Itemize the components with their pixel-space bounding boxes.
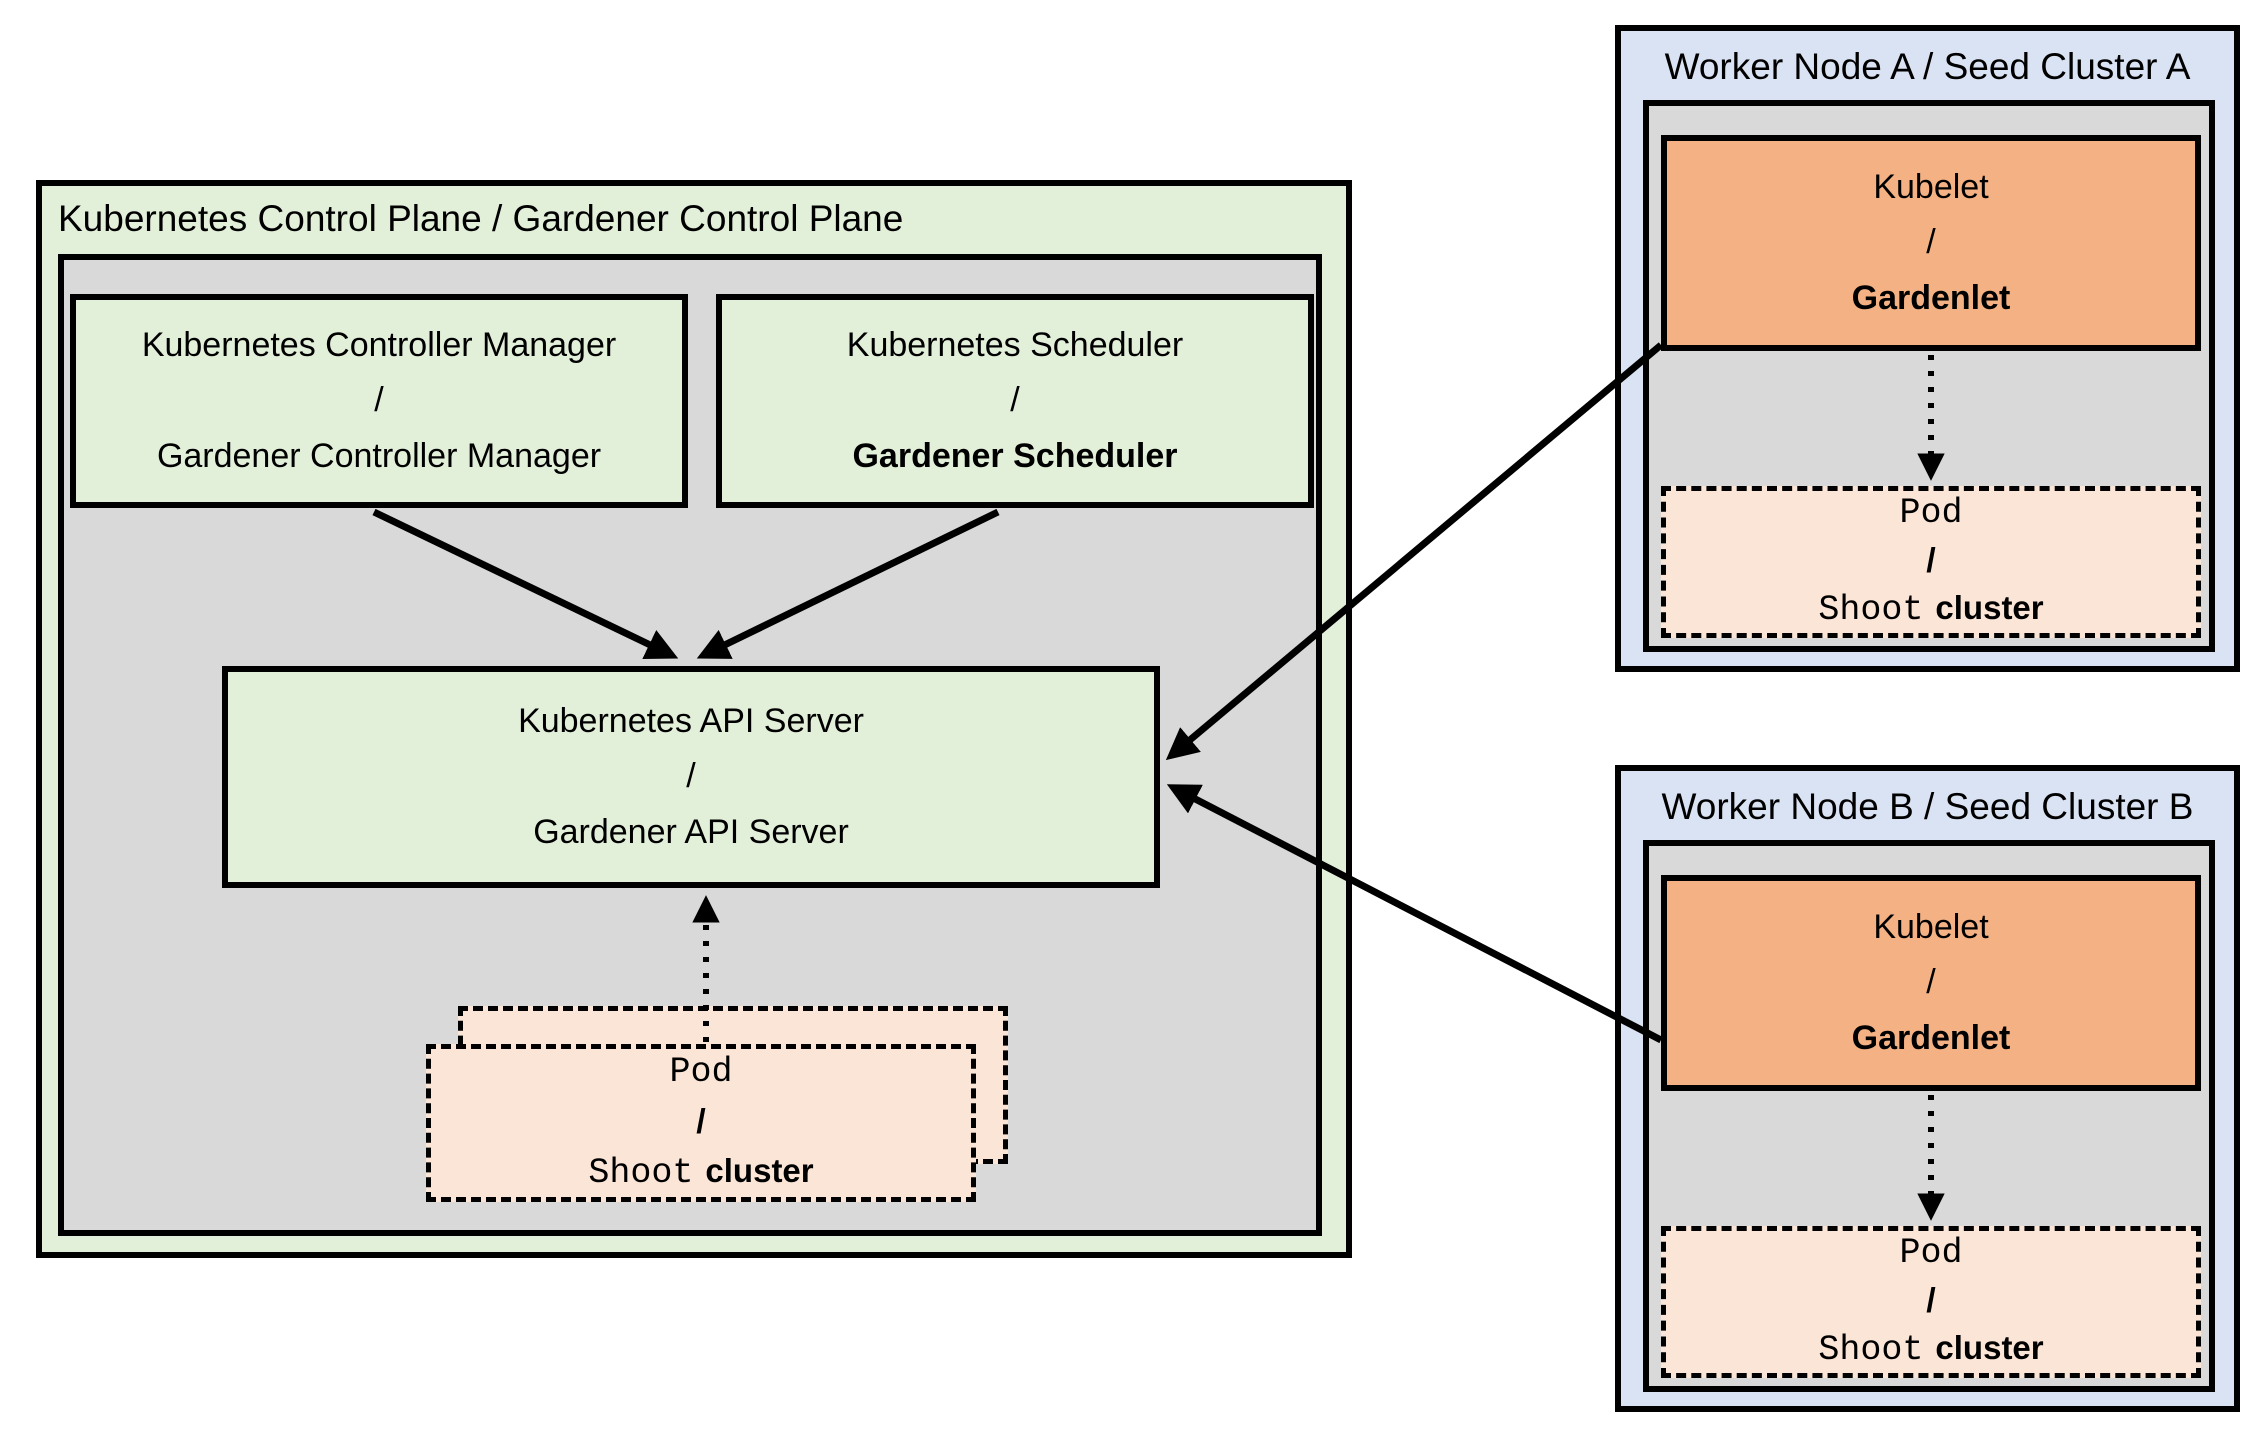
- shoot-cluster-a-line: Shoot cluster: [1818, 585, 2043, 635]
- api-server-line-2: Gardener API Server: [533, 812, 849, 851]
- scheduler-line-1: Kubernetes Scheduler: [846, 326, 1184, 365]
- pod-shoot-cluster-box: Pod / Shoot cluster: [426, 1044, 976, 1202]
- pod-line: Pod: [669, 1052, 733, 1093]
- shoot-b-label: Shoot: [1818, 1330, 1924, 1371]
- kubelet-b-line-1: Kubelet: [1873, 908, 1989, 947]
- scheduler-box: Kubernetes Scheduler / Gardener Schedule…: [716, 294, 1314, 508]
- controller-manager-slash: /: [374, 381, 384, 420]
- shoot-label: Shoot: [588, 1153, 694, 1194]
- pod-b-line: Pod: [1899, 1232, 1963, 1273]
- api-server-slash: /: [686, 757, 696, 796]
- controller-manager-box: Kubernetes Controller Manager / Gardener…: [70, 294, 688, 508]
- controller-manager-line-2: Gardener Controller Manager: [156, 436, 602, 475]
- kubelet-b-slash: /: [1926, 963, 1936, 1002]
- pod-slash: /: [696, 1102, 706, 1141]
- kubelet-a-slash: /: [1926, 223, 1936, 262]
- cluster-b-label: cluster: [1935, 1329, 2044, 1367]
- kubelet-gardenlet-b-box: Kubelet / Gardenlet: [1661, 875, 2201, 1091]
- scheduler-line-2: Gardener Scheduler: [852, 436, 1178, 475]
- pod-a-line: Pod: [1899, 492, 1963, 533]
- pod-shoot-cluster-a-box: Pod / Shoot cluster: [1661, 486, 2201, 638]
- scheduler-slash: /: [1010, 381, 1020, 420]
- control-plane-title: Kubernetes Control Plane / Gardener Cont…: [58, 198, 904, 239]
- worker-node-a-title: Worker Node A / Seed Cluster A: [1664, 46, 2191, 87]
- kubelet-b-line-2: Gardenlet: [1851, 1018, 2011, 1057]
- pod-b-slash: /: [1926, 1281, 1936, 1320]
- worker-node-b-title: Worker Node B / Seed Cluster B: [1661, 786, 2194, 827]
- kubelet-a-line-2: Gardenlet: [1851, 278, 2011, 317]
- kubelet-a-line-1: Kubelet: [1873, 168, 1989, 207]
- kubelet-gardenlet-a-box: Kubelet / Gardenlet: [1661, 135, 2201, 351]
- shoot-cluster-b-line: Shoot cluster: [1818, 1325, 2043, 1375]
- api-server-box: Kubernetes API Server / Gardener API Ser…: [222, 666, 1160, 888]
- controller-manager-line-1: Kubernetes Controller Manager: [141, 326, 617, 365]
- pod-shoot-cluster-b-box: Pod / Shoot cluster: [1661, 1226, 2201, 1378]
- api-server-line-1: Kubernetes API Server: [518, 702, 864, 741]
- shoot-a-label: Shoot: [1818, 590, 1924, 631]
- pod-a-slash: /: [1926, 541, 1936, 580]
- cluster-a-label: cluster: [1935, 589, 2044, 627]
- shoot-cluster-line: Shoot cluster: [588, 1147, 813, 1199]
- cluster-label: cluster: [705, 1152, 814, 1190]
